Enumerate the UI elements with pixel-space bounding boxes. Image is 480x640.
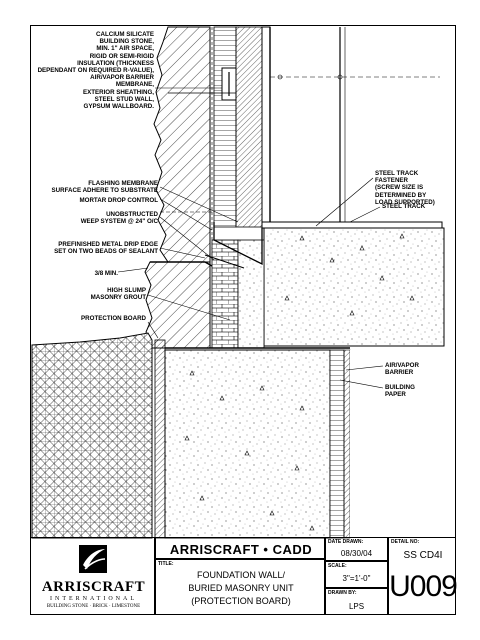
title-block: ARRISCRAFT INTERNATIONAL BUILDING STONE …	[30, 537, 458, 615]
title-line-2: BURIED MASONRY UNIT	[188, 583, 294, 593]
building-paper-label: BUILDING PAPER	[385, 384, 415, 399]
steel-track-label: STEEL TRACK	[382, 203, 426, 210]
scale-cell: SCALE: 3"=1'-0"	[325, 561, 388, 588]
drawn-by-value: LPS	[348, 602, 365, 611]
date-value: 08/30/04	[340, 549, 373, 558]
title-cell: TITLE: FOUNDATION WALL/ BURIED MASONRY U…	[155, 559, 325, 615]
steel-track-fastener-label: STEEL TRACK FASTENER (SCREW SIZE IS DETE…	[375, 170, 435, 206]
title-line-3: (PROTECTION BOARD)	[191, 596, 291, 606]
weep-system-label: UNOBSTRUCTED WEEP SYSTEM @ 24" O/C	[80, 211, 158, 226]
detail-caption: DETAIL No:	[391, 539, 420, 545]
detail-number: U009	[389, 570, 458, 603]
title-caption: TITLE:	[158, 561, 174, 567]
date-cell: DATE DRAWN: 08/30/04	[325, 537, 388, 561]
protection-board-label: PROTECTION BOARD	[81, 315, 146, 322]
scale-value: 3"=1'-0"	[342, 574, 371, 583]
company-name: ARRISCRAFT	[41, 579, 146, 595]
cadd-header: ARRISCRAFT • CADD	[169, 542, 313, 557]
scale-caption: SCALE:	[328, 563, 347, 569]
company-tagline: BUILDING STONE · BRICK · LIMESTONE	[46, 604, 141, 609]
title-line-1: FOUNDATION WALL/	[196, 570, 285, 580]
min-gap-label: 3/8 MIN.	[94, 270, 118, 277]
company-international: INTERNATIONAL	[50, 596, 137, 602]
header-cell: ARRISCRAFT • CADD	[155, 537, 325, 559]
mortar-drop-label: MORTAR DROP CONTROL	[79, 197, 159, 204]
drawn-by-caption: DRAWN BY:	[328, 590, 357, 596]
high-slump-grout-label: HIGH SLUMP MASONRY GROUT	[90, 287, 146, 302]
date-caption: DATE DRAWN:	[328, 539, 364, 545]
detail-code: SS CD4I	[403, 550, 443, 561]
drip-edge-label: PREFINISHED METAL DRIP EDGE SET ON TWO B…	[54, 241, 158, 256]
logo-cell: ARRISCRAFT INTERNATIONAL BUILDING STONE …	[30, 537, 155, 615]
arriscraft-logo-icon	[79, 545, 107, 573]
wall-assembly-label: CALCIUM SILICATE BUILDING STONE, MIN. 1"…	[37, 31, 154, 111]
drawn-by-cell: DRAWN BY: LPS	[325, 588, 388, 615]
air-vapor-barrier-label: AIR/VAPOR BARRIER	[385, 362, 419, 377]
detail-cell: DETAIL No: SS CD4I U009	[388, 537, 458, 615]
flashing-membrane-label: FLASHING MEMBRANE SURFACE ADHERE TO SUBS…	[51, 180, 158, 195]
